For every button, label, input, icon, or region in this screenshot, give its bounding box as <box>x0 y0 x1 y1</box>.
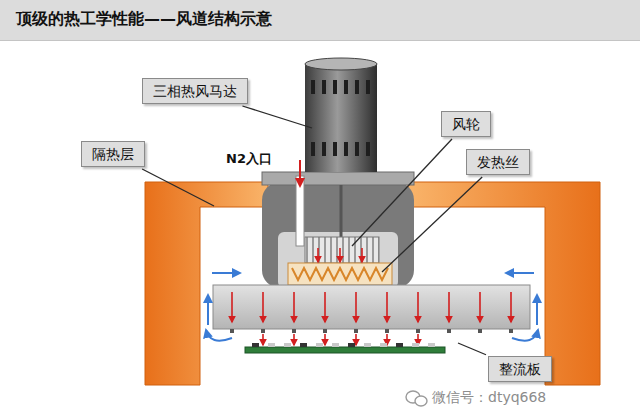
pcb-part <box>300 343 307 347</box>
callout-text: 整流板 <box>499 360 541 378</box>
leader-line <box>142 169 214 206</box>
callout-text: 风轮 <box>452 115 480 133</box>
heating-coil <box>292 268 388 280</box>
return-arrow <box>512 330 538 341</box>
insulation-right <box>408 182 600 385</box>
pcb-part <box>412 343 419 347</box>
pcb-part <box>316 343 323 347</box>
motor-slot <box>333 142 337 156</box>
nozzle <box>354 329 358 333</box>
callout-box: 风轮 <box>441 111 491 137</box>
motor-slot <box>344 142 348 156</box>
motor-slot <box>355 80 359 94</box>
pcb-part <box>428 343 435 347</box>
nozzle <box>416 329 420 333</box>
pcb-part <box>380 343 387 347</box>
motor-slot <box>366 80 370 94</box>
motor-slot <box>344 80 348 94</box>
nozzle <box>230 329 234 333</box>
motor-slot <box>322 142 326 156</box>
pcb-part <box>268 343 275 347</box>
rectifier-plate <box>213 285 530 329</box>
motor-slots <box>311 80 370 156</box>
air-arrow <box>355 334 357 345</box>
motor-body <box>305 64 377 172</box>
return-arrow <box>506 272 534 274</box>
watermark: 微信号：dtyq668 <box>432 389 546 407</box>
air-arrow <box>293 334 295 345</box>
nozzle <box>447 329 451 333</box>
leader-line <box>458 343 486 355</box>
n2-arrow <box>299 160 301 186</box>
air-arrow <box>324 292 326 322</box>
blower-housing <box>262 182 414 288</box>
air-arrow <box>231 292 233 322</box>
pcb-part <box>348 343 355 347</box>
nozzle <box>509 329 513 333</box>
pcb-part <box>284 343 291 347</box>
callout-text: 发热丝 <box>477 153 519 171</box>
return-arrow <box>536 295 538 325</box>
air-arrow <box>262 292 264 322</box>
return-arrow <box>212 272 240 274</box>
motor-slot <box>322 80 326 94</box>
nozzle <box>323 329 327 333</box>
callout-box: 隔热层 <box>81 141 145 167</box>
inlet-label: N2入口 <box>226 150 272 168</box>
nozzle <box>261 329 265 333</box>
hot-air-arrows <box>232 248 511 345</box>
pcb-board <box>245 347 445 353</box>
air-arrow <box>361 248 363 262</box>
air-arrow <box>262 334 264 345</box>
diagram-title: 顶级的热工学性能——风道结构示意 <box>16 9 272 30</box>
air-arrow <box>510 292 512 322</box>
return-arrow <box>206 330 232 341</box>
air-arrow <box>355 292 357 322</box>
heater-frame <box>288 263 392 285</box>
return-arrow <box>207 295 209 325</box>
fan-wheel <box>305 237 379 263</box>
callout-box: 三相热风马达 <box>142 78 248 104</box>
air-arrow <box>417 292 419 322</box>
leader-lines <box>142 106 486 355</box>
air-arrow <box>293 292 295 322</box>
motor-shaft <box>340 185 343 238</box>
air-arrow <box>324 334 326 345</box>
motor-slot <box>355 142 359 156</box>
air-arrow <box>448 292 450 322</box>
air-arrow <box>317 248 319 262</box>
n2-pipe <box>296 176 304 246</box>
motor-cap <box>305 58 377 70</box>
air-arrow <box>386 292 388 322</box>
pcb-part <box>252 343 259 347</box>
leader-line <box>382 177 482 272</box>
pcb-part <box>396 343 403 347</box>
air-arrow <box>339 248 341 262</box>
motor-slot <box>311 80 315 94</box>
callout-box: 发热丝 <box>466 149 530 175</box>
callout-text: 三相热风马达 <box>153 82 237 100</box>
leader-line <box>352 139 452 246</box>
leader-line <box>242 106 312 128</box>
nozzle <box>385 329 389 333</box>
callout-text: 隔热层 <box>92 145 134 163</box>
air-arrow <box>479 292 481 322</box>
motor-slot <box>311 142 315 156</box>
wechat-icon <box>415 396 427 406</box>
pcb-part <box>332 343 339 347</box>
insulation-left <box>145 182 268 385</box>
pcb-components <box>252 343 435 347</box>
nozzle <box>478 329 482 333</box>
plate-nozzles <box>230 329 513 333</box>
motor-flange <box>262 172 414 185</box>
nozzle <box>292 329 296 333</box>
motor-slot <box>333 80 337 94</box>
pcb-part <box>364 343 371 347</box>
motor-slot <box>366 142 370 156</box>
callout-box: 整流板 <box>488 356 552 382</box>
